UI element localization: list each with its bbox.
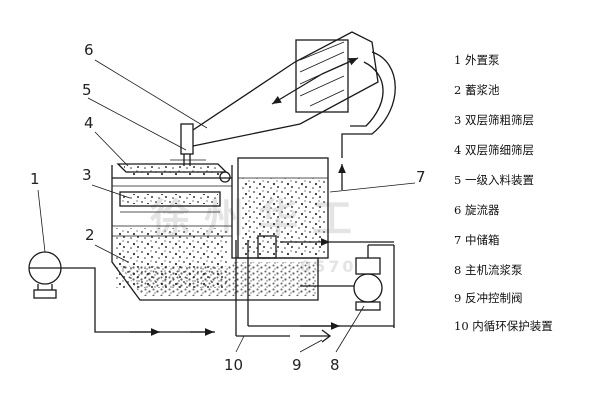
legend-item-3: 3 双层筛粗筛层	[454, 113, 534, 127]
leader-lines	[37, 59, 416, 353]
callout-9: 9	[292, 356, 302, 374]
callout-4: 4	[84, 114, 94, 132]
coarse-screen-layer	[119, 191, 221, 213]
protection-device	[235, 235, 277, 336]
fine-screen-layer	[112, 163, 232, 187]
slurry-tank	[111, 165, 319, 301]
main-slurry-pump	[318, 244, 395, 328]
legend-item-5: 5 一级入料装置	[454, 173, 534, 187]
callout-numbers: 1 2 3 4 5 6 7 8 9 10	[30, 41, 426, 374]
callout-6: 6	[84, 41, 94, 59]
callout-7: 7	[416, 168, 426, 186]
backflush-valve	[300, 329, 332, 343]
legend-item-9: 9 反冲控制阀	[454, 291, 523, 305]
legend-item-10: 10 内循环保护装置	[454, 319, 553, 333]
callout-1: 1	[30, 170, 40, 188]
screen-roller	[219, 171, 231, 183]
legend-item-7: 7 中储箱	[454, 233, 500, 247]
legend-item-6: 6 旋流器	[454, 203, 500, 217]
legend-item-1: 1 外置泵	[454, 53, 500, 67]
hydrocyclone	[192, 31, 396, 158]
callout-10: 10	[224, 356, 243, 374]
legend-item-4: 4 双层筛细筛层	[454, 143, 534, 157]
legend-item-8: 8 主机流浆泵	[454, 263, 523, 277]
callout-3: 3	[82, 166, 92, 184]
callout-2: 2	[85, 226, 95, 244]
legend-item-2: 2 蓄浆池	[454, 83, 500, 97]
callout-5: 5	[82, 81, 92, 99]
feed-device	[170, 123, 206, 166]
intermediate-box	[237, 157, 346, 259]
external-pump	[28, 251, 62, 299]
callout-8: 8	[330, 356, 340, 374]
